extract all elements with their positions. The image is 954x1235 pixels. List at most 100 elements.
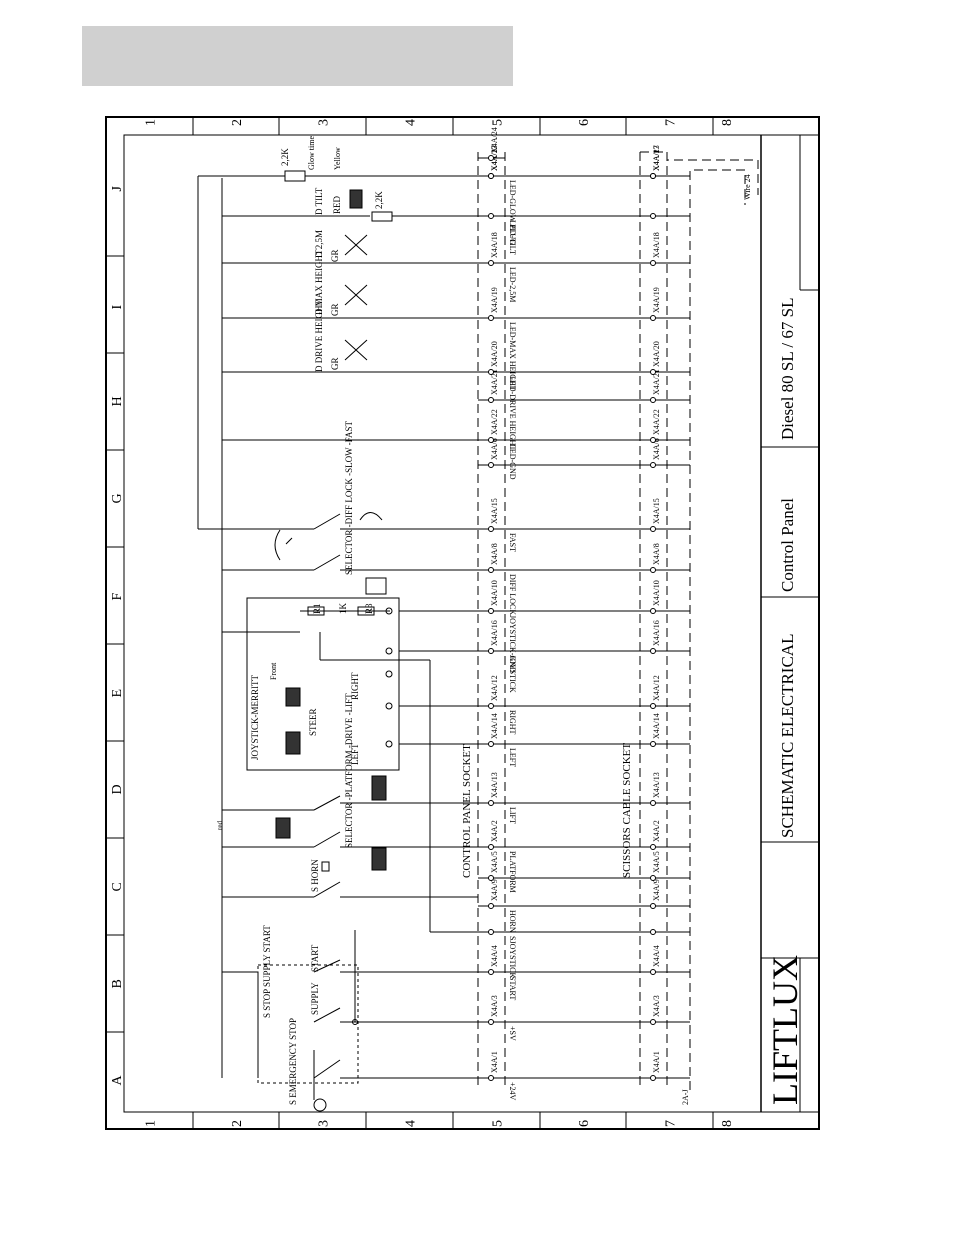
col-number-bottom: 3 xyxy=(317,1120,332,1127)
col-number-top: 4 xyxy=(404,119,419,126)
wire-label: PLATFORM xyxy=(508,851,517,893)
pin-label-2: X4A/12 xyxy=(652,675,661,701)
col-number-bottom: 5 xyxy=(491,1120,506,1127)
stop-supply-start-box xyxy=(257,930,478,1112)
pin-label-2: X4A/5 xyxy=(652,851,661,873)
control-panel-socket-label: CONTROL PANEL SOCKET xyxy=(461,744,473,878)
pin-label-2: X4A/10 xyxy=(652,580,661,606)
supply-label: SUPPLY xyxy=(310,982,320,1015)
selector-diff-label: SELECTOR -DIFF LOCK -SLOW -FAST xyxy=(344,420,354,575)
wire-label: START xyxy=(508,976,517,1000)
row-letter: B xyxy=(110,979,125,988)
glow-time-label: Glow time xyxy=(307,136,316,170)
pin-label-2: X4A/21 xyxy=(652,369,661,395)
wire: X4A/6 X4A/6 xyxy=(478,438,690,468)
wire-label: LEFT xyxy=(508,748,517,767)
pin-label: X4A/13 xyxy=(490,772,499,798)
header-band xyxy=(82,26,513,86)
pin-label-2: X4A/22 xyxy=(652,409,661,435)
row-letter: H xyxy=(110,396,125,406)
pin-label: X4A/9 xyxy=(490,879,499,901)
joystick-label: JOYSTICK-MERRITT xyxy=(250,674,260,760)
d-drive-label: D DRIVE HEIGHT xyxy=(314,300,324,372)
res-22k-2: 2,2K xyxy=(374,191,384,209)
wire-label: LED-2,5M xyxy=(508,267,517,302)
row-letter: A xyxy=(110,1075,125,1086)
wire: X4A/24 xyxy=(478,127,505,161)
stop-supply-start-label: S STOP SUPPLY START xyxy=(262,925,272,1018)
pin-label-2: X4A/17 xyxy=(652,145,661,171)
wire-label: LED-DRIVE HEIGHT xyxy=(508,376,517,451)
front-label: Front xyxy=(269,662,278,680)
pin-label: X4A/15 xyxy=(490,498,499,524)
pin-label-2: X4A/3 xyxy=(652,995,661,1017)
emergency-stop-label: S EMERGENCY STOP xyxy=(288,1018,298,1105)
gr-label-1: GR xyxy=(330,249,340,262)
col-number-top: 3 xyxy=(317,119,332,126)
row-letter: I xyxy=(110,305,125,310)
pin-label-2: X4A/14 xyxy=(652,713,661,739)
pin-label: X4A/3 xyxy=(490,995,499,1017)
res-22k-1: 2,2K xyxy=(280,148,290,166)
col-number-top: 6 xyxy=(577,119,592,126)
wire: LED-TILT xyxy=(478,213,690,255)
scissors-cable-socket-label: SCISSORS CABLE SOCKET xyxy=(621,743,633,878)
wire-label: LIFT xyxy=(508,807,517,824)
col-number-top: 7 xyxy=(664,119,679,126)
pin-label-2: X4A/19 xyxy=(652,287,661,313)
pin-label: X4A/2 xyxy=(490,820,499,842)
pin-label-2: X4A/8 xyxy=(652,543,661,565)
wire-label: +SV xyxy=(508,1026,517,1041)
pin-label: X4A/20 xyxy=(490,341,499,367)
pin-label-2: X4A/15 xyxy=(652,498,661,524)
pin-label-2: X4A/2 xyxy=(652,820,661,842)
schematic-subtitle: Control Panel xyxy=(778,498,797,592)
wire24-label: Wire 24 xyxy=(743,174,752,200)
row-letter: G xyxy=(110,493,125,503)
row-letter: F xyxy=(110,593,125,601)
wire-label: LED-MAX HEIGHT xyxy=(508,322,517,391)
wire-label: DIFF LOCK xyxy=(508,574,517,615)
row-letter: E xyxy=(110,689,125,698)
pin-label-2: X4A/16 xyxy=(652,620,661,646)
pin-label: X4A/19 xyxy=(490,287,499,313)
pin-label-2: X4A/6 xyxy=(652,438,661,460)
wire-label: +24V xyxy=(508,1082,517,1101)
yellow-label: Yellow xyxy=(333,147,342,170)
wire-label: JOYSTICK-GND xyxy=(508,615,517,673)
pin-label: X4A/6 xyxy=(490,438,499,460)
joystick-box xyxy=(222,597,478,933)
horn-switch xyxy=(222,861,478,898)
pin-label-2: X4A/20 xyxy=(652,341,661,367)
r1k-label: 1K xyxy=(338,603,348,615)
outer-frame xyxy=(105,116,820,1130)
row-letter: C xyxy=(110,882,125,891)
gr-label-3: GR xyxy=(330,357,340,370)
steer-label: STEER xyxy=(308,708,318,736)
col-number-bottom: 1 xyxy=(144,1120,159,1127)
col-number-top: 1 xyxy=(144,119,159,126)
r3-label: R3 xyxy=(364,603,374,614)
red-small-label: red xyxy=(216,821,224,830)
schematic-title: SCHEMATIC ELECTRICAL xyxy=(778,634,797,838)
d-max-label: D MAX HEIGHT xyxy=(314,249,324,315)
col-number-bottom: 4 xyxy=(404,1120,419,1127)
pin-label-2: X4A/13 xyxy=(652,772,661,798)
pin-label: X4A/12 xyxy=(490,675,499,701)
